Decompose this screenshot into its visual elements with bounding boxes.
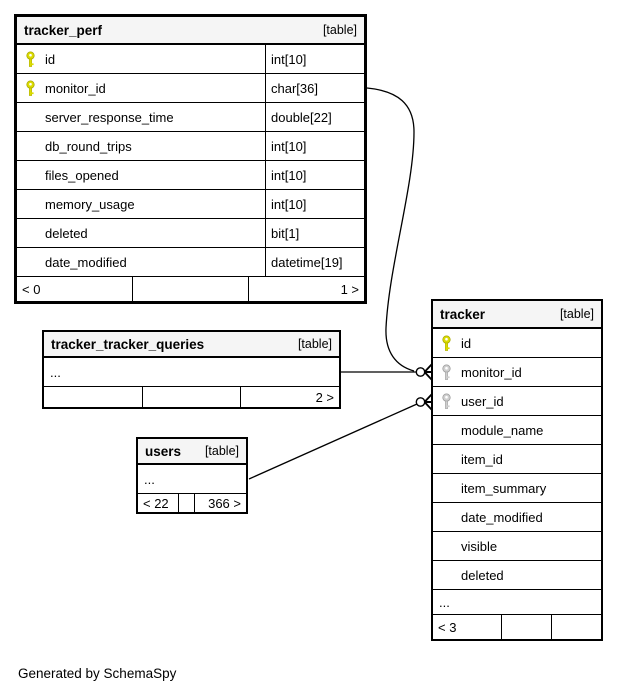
generator-note: Generated by SchemaSpy [18,666,177,681]
no-key-spacer [441,480,452,497]
table-degree-footer: 2 > [44,386,339,407]
column-name: id [45,51,56,67]
table-row: visible [433,531,601,560]
table-header[interactable]: users [table] [138,439,246,465]
parents-count: 2 > [240,387,339,407]
table-header[interactable]: tracker [table] [433,301,601,329]
column-name: files_opened [45,167,119,183]
column-name: module_name [461,422,544,438]
table-row: monitor_id [433,357,601,386]
column-name: user_id [461,393,504,409]
column-name: memory_usage [45,196,135,212]
table-type-tag: [table] [559,307,594,321]
table-row: date_modified datetime[19] [17,247,364,276]
no-key-spacer [441,422,452,439]
column-name: date_modified [461,509,543,525]
table-row: id int[10] [17,45,364,73]
footer-spacer-cell [44,387,142,407]
table-name[interactable]: tracker_perf [24,22,103,38]
table-row: deleted [433,560,601,589]
collapsed-columns-row: ... [433,589,601,614]
table-header[interactable]: tracker_perf [table] [17,17,364,45]
collapsed-columns-row: ... [144,471,155,487]
table-row: files_opened int[10] [17,160,364,189]
table-tracker_tracker_queries[interactable]: tracker_tracker_queries [table] ... 2 > [42,330,341,409]
table-tracker_perf[interactable]: tracker_perf [table] id int[10] monitor_… [14,14,367,304]
table-row: item_summary [433,473,601,502]
primary-key-icon [25,50,36,68]
column-name: item_id [461,451,503,467]
children-count: < 0 [22,281,41,297]
no-key-spacer [25,254,36,271]
children-count: < 22 [143,495,169,511]
column-type: int[10] [265,132,364,160]
footer-spacer-cell [178,494,194,512]
column-name: monitor_id [45,80,106,96]
column-type: int[10] [265,45,364,73]
column-type: double[22] [265,103,364,131]
footer-spacer-cell [551,615,601,639]
column-type: bit[1] [265,219,364,247]
edge-users-user_id [248,403,418,480]
table-type-tag: [table] [322,23,357,37]
table-degree-footer: < 0 1 > [17,276,364,301]
column-name: deleted [45,225,88,241]
zero-or-many-circle-user_id-icon [415,397,426,407]
column-type: datetime[19] [265,248,364,276]
edge-tracker_perf-monitor_id [366,87,415,372]
footer-spacer-cell [141,387,241,407]
table-name[interactable]: users [145,443,182,459]
column-name: item_summary [461,480,547,496]
children-count: < 3 [438,619,457,635]
table-row: date_modified [433,502,601,531]
primary-key-icon [25,79,36,97]
no-key-spacer [441,567,452,584]
primary-key-icon [441,334,452,352]
table-header[interactable]: tracker_tracker_queries [table] [44,332,339,358]
column-name: id [461,335,472,351]
table-row: item_id [433,444,601,473]
table-tracker[interactable]: tracker [table] id monitor_id user_id [431,299,603,641]
zero-or-many-circle-monitor_id-icon [415,367,426,377]
table-degree-footer: < 22 366 > [138,493,246,512]
parents-count: 1 > [248,277,364,301]
column-name: monitor_id [461,364,522,380]
no-key-spacer [441,509,452,526]
table-type-tag: [table] [297,337,332,351]
column-type: int[10] [265,161,364,189]
no-key-spacer [25,196,36,213]
column-name: date_modified [45,254,127,270]
parents-count: 366 > [194,494,246,512]
column-type: int[10] [265,190,364,218]
table-row: server_response_time double[22] [17,102,364,131]
column-name: visible [461,538,498,554]
foreign-key-icon [441,392,452,410]
no-key-spacer [25,138,36,155]
column-name: server_response_time [45,109,174,125]
no-key-spacer [25,167,36,184]
table-name[interactable]: tracker_tracker_queries [51,336,205,352]
table-users[interactable]: users [table] ... < 22 366 > [136,437,248,514]
column-name: deleted [461,567,504,583]
collapsed-columns-row: ... [50,364,61,380]
footer-spacer-cell [501,615,551,639]
table-row: id [433,329,601,357]
table-name[interactable]: tracker [440,306,486,322]
table-degree-footer: < 3 [433,614,601,639]
table-row: user_id [433,386,601,415]
table-row: memory_usage int[10] [17,189,364,218]
column-name: db_round_trips [45,138,132,154]
no-key-spacer [25,109,36,126]
column-type: char[36] [265,74,364,102]
table-row: monitor_id char[36] [17,73,364,102]
foreign-key-icon [441,363,452,381]
no-key-spacer [441,538,452,555]
no-key-spacer [441,451,452,468]
table-type-tag: [table] [204,444,239,458]
table-row: module_name [433,415,601,444]
table-row: db_round_trips int[10] [17,131,364,160]
table-row: deleted bit[1] [17,218,364,247]
footer-spacer-cell [132,277,248,301]
no-key-spacer [25,225,36,242]
